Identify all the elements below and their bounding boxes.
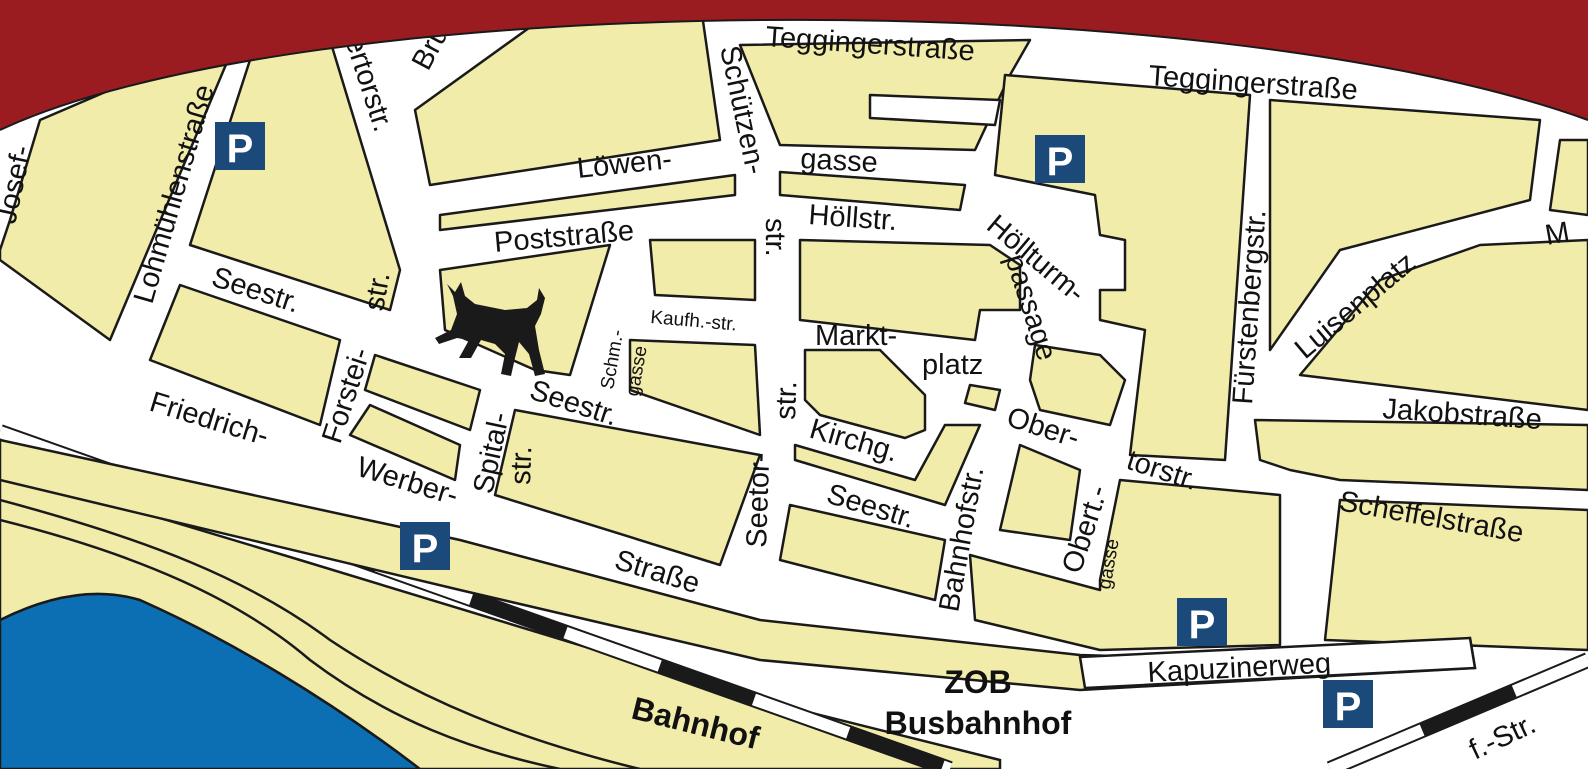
parking-label: P [412, 527, 439, 571]
parking-label: P [1189, 603, 1216, 647]
parking-label: P [1335, 685, 1362, 729]
busbahnhof-label: Busbahnhof [885, 705, 1072, 741]
parking-label: P [227, 127, 254, 171]
parking-sign[interactable]: P [1323, 680, 1373, 729]
street-label: Höllstr. [808, 199, 899, 237]
parking-sign[interactable]: P [400, 522, 450, 571]
parking-sign[interactable]: P [1177, 598, 1227, 647]
parking-sign[interactable]: P [1035, 135, 1085, 184]
parking-sign[interactable]: P [215, 122, 265, 171]
street-label: str. [770, 380, 803, 420]
street-label: gasse [800, 143, 879, 179]
promenade [0, 498, 641, 769]
street-label: str. [505, 445, 538, 485]
place-label: Markt- [815, 320, 897, 352]
promenade-2 [0, 518, 561, 769]
railway-area [0, 468, 1002, 769]
place-label: platz [922, 349, 983, 381]
street-label: str. [759, 218, 791, 257]
dog-statue-icon[interactable] [435, 282, 545, 376]
map-frame [0, 18, 1588, 131]
street-label: str. [358, 270, 396, 314]
zob-label: ZOB [944, 664, 1012, 700]
kapuzinerweg-road [1078, 636, 1477, 690]
street-label: M [1543, 216, 1572, 252]
street-label: Seetor- [741, 452, 776, 548]
parking-label: P [1047, 140, 1074, 184]
